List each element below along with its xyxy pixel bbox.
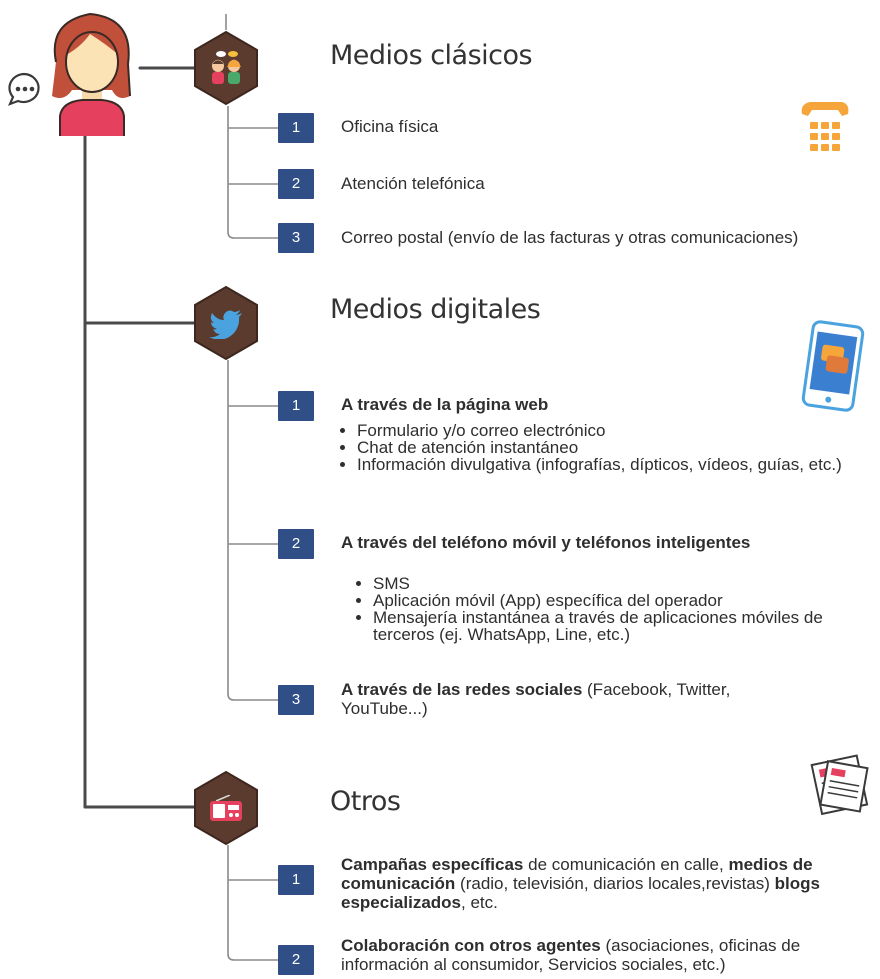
section-hexagon-digital xyxy=(193,285,259,361)
section-heading: Medios digitales xyxy=(330,294,541,325)
list-item-rest: (Facebook, Twitter, YouTube...) xyxy=(341,680,731,718)
bullet-item: Información divulgativa (infografías, dí… xyxy=(357,456,857,473)
list-item: A través de las redes sociales (Facebook… xyxy=(341,680,821,718)
list-item-title: A través de la página web xyxy=(341,395,549,414)
twitter-bird-icon xyxy=(209,309,243,340)
bullet-item: Formulario y/o correo electrónico xyxy=(357,422,857,439)
section-heading: Otros xyxy=(330,786,401,817)
list-item-text-part: Colaboración con otros agentes xyxy=(341,936,601,955)
number-box: 1 xyxy=(278,113,314,143)
list-item: Colaboración con otros agentes (asociaci… xyxy=(341,936,841,974)
section-hexagon-classic xyxy=(193,30,259,106)
list-item-text-part: , etc. xyxy=(461,893,498,912)
bullet-item: Mensajería instantánea a través de aplic… xyxy=(373,609,853,643)
bullet-list: Formulario y/o correo electrónico Chat d… xyxy=(341,422,857,473)
number-box: 1 xyxy=(278,391,314,421)
list-item: Atención telefónica xyxy=(341,174,485,193)
number-box: 2 xyxy=(278,529,314,559)
section-hexagon-others xyxy=(193,770,259,846)
list-item: Campañas específicas de comunicación en … xyxy=(341,855,876,912)
woman-avatar-icon xyxy=(42,4,142,136)
list-item-text-part: de comunicación en calle, xyxy=(523,855,729,874)
bullet-item: SMS xyxy=(373,575,853,592)
speech-bubble-icon xyxy=(4,70,46,108)
list-item-text-part: (asociaciones, oficinas de información a… xyxy=(341,936,801,974)
number-box: 3 xyxy=(278,223,314,253)
telephone-keypad-icon xyxy=(798,100,852,160)
bullet-item: Chat de atención instantáneo xyxy=(357,439,857,456)
list-item: Correo postal (envío de las facturas y o… xyxy=(341,228,799,247)
list-item-text-part: (radio, televisión, diarios locales,revi… xyxy=(455,874,775,893)
bullet-item: Aplicación móvil (App) específica del op… xyxy=(373,592,853,609)
list-item-title: A través de las redes sociales xyxy=(341,680,583,699)
number-box: 3 xyxy=(278,685,314,715)
number-box: 2 xyxy=(278,169,314,199)
section-heading: Medios clásicos xyxy=(330,40,533,71)
list-item-text-part: blogs especializados xyxy=(341,874,821,912)
bullet-list: SMS Aplicación móvil (App) específica de… xyxy=(357,575,853,643)
list-item-text-part: medios de comunicación xyxy=(341,855,813,893)
list-item-title: A través del teléfono móvil y teléfonos … xyxy=(341,533,751,552)
people-talking-icon xyxy=(207,50,245,86)
radio-icon xyxy=(208,794,244,823)
newspaper-icon xyxy=(802,750,874,816)
list-item: Oficina física xyxy=(341,117,439,136)
list-item-text-part: Campañas específicas xyxy=(341,855,524,874)
smartphone-chat-icon xyxy=(796,320,870,412)
number-box: 2 xyxy=(278,945,314,975)
number-box: 1 xyxy=(278,865,314,895)
